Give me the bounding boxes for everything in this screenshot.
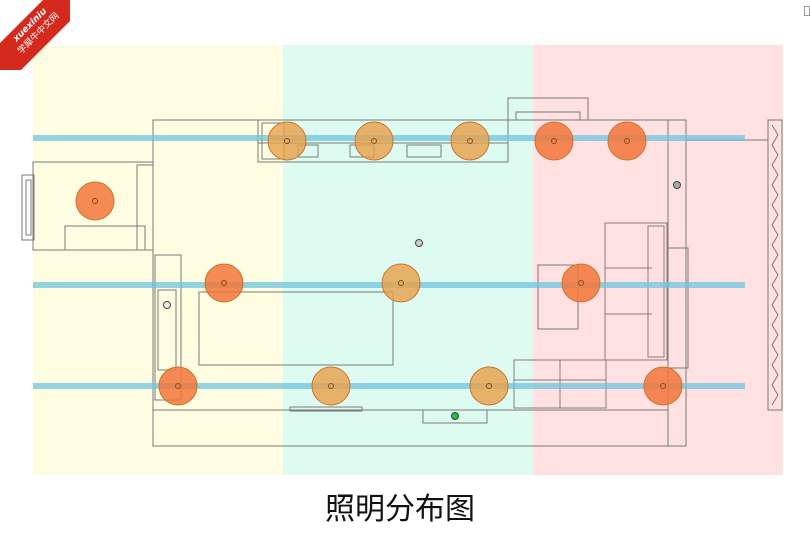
fixture-center bbox=[624, 138, 630, 144]
ceiling-point bbox=[163, 301, 171, 309]
fixture-center bbox=[467, 138, 473, 144]
fixture-center bbox=[578, 280, 584, 286]
fixture-center bbox=[328, 383, 334, 389]
fixture-center bbox=[486, 383, 492, 389]
downlight-fixture bbox=[534, 121, 574, 161]
fixture-center bbox=[284, 138, 290, 144]
ceiling-point bbox=[415, 239, 423, 247]
fixture-center bbox=[398, 280, 404, 286]
curtain-line bbox=[771, 124, 779, 406]
watermark-badge: xuexiniu 学犀牛中文网 bbox=[0, 0, 70, 70]
green-point bbox=[451, 412, 459, 420]
downlight-fixture bbox=[75, 181, 115, 221]
edge-marker bbox=[804, 6, 810, 16]
fixture-center bbox=[371, 138, 377, 144]
downlight-fixture bbox=[354, 121, 394, 161]
fixture-center bbox=[551, 138, 557, 144]
downlight-fixture bbox=[158, 366, 198, 406]
watermark-band: xuexiniu 学犀牛中文网 bbox=[0, 0, 70, 70]
downlight-fixture bbox=[267, 121, 307, 161]
light-fixtures bbox=[75, 121, 683, 406]
architectural-linework bbox=[21, 97, 783, 447]
diagram-caption: 照明分布图 bbox=[325, 492, 475, 527]
downlight-fixture bbox=[381, 263, 421, 303]
fixture-center bbox=[221, 280, 227, 286]
downlight-fixture bbox=[469, 366, 509, 406]
downlight-fixture bbox=[311, 366, 351, 406]
downlight-fixture bbox=[561, 263, 601, 303]
zone-left bbox=[33, 45, 283, 475]
ceiling-point bbox=[673, 181, 681, 189]
downlight-fixture bbox=[450, 121, 490, 161]
downlight-fixture bbox=[643, 366, 683, 406]
fixture-center bbox=[660, 383, 666, 389]
fixture-center bbox=[175, 383, 181, 389]
fixture-center bbox=[92, 198, 98, 204]
downlight-fixture bbox=[204, 263, 244, 303]
downlight-fixture bbox=[607, 121, 647, 161]
